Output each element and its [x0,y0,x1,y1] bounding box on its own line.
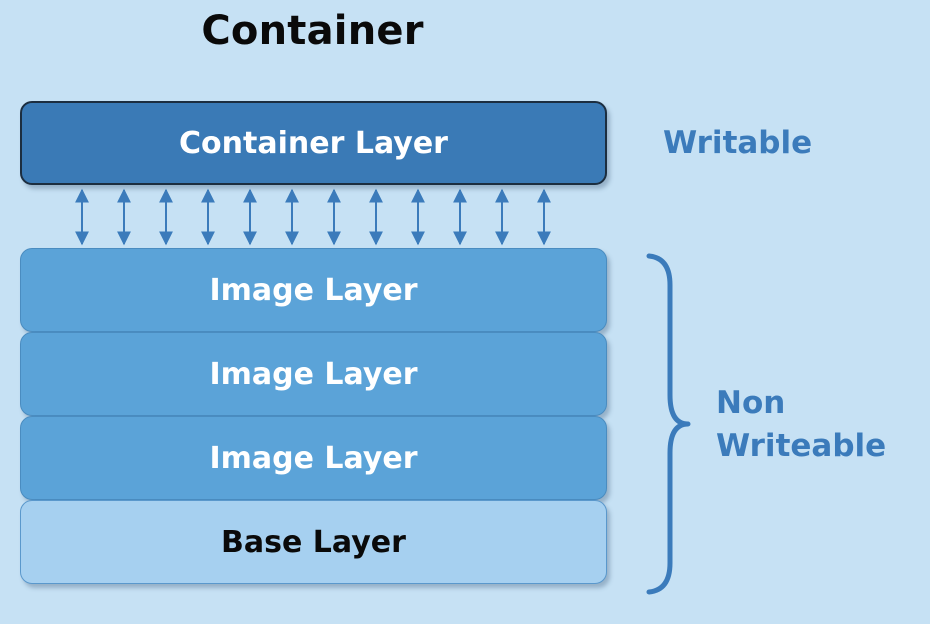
container-layer-box: Container Layer [20,101,607,185]
writable-label: Writable [663,125,813,161]
image-layer-label-2: Image Layer [209,356,418,392]
base-layer-label: Base Layer [221,524,406,560]
non-writeable-label: Non Writeable [716,382,886,468]
diagram-title: Container [201,8,424,54]
non-writeable-line1: Non [716,385,786,421]
base-layer-box: Base Layer [20,500,607,584]
container-layer-label: Container Layer [179,125,448,161]
non-writeable-line2: Writeable [716,428,887,464]
image-layer-label-3: Image Layer [209,440,418,476]
image-layer-label-1: Image Layer [209,272,418,308]
image-layer-box-2: Image Layer [20,332,607,416]
image-layer-box-1: Image Layer [20,248,607,332]
image-layer-box-3: Image Layer [20,416,607,500]
